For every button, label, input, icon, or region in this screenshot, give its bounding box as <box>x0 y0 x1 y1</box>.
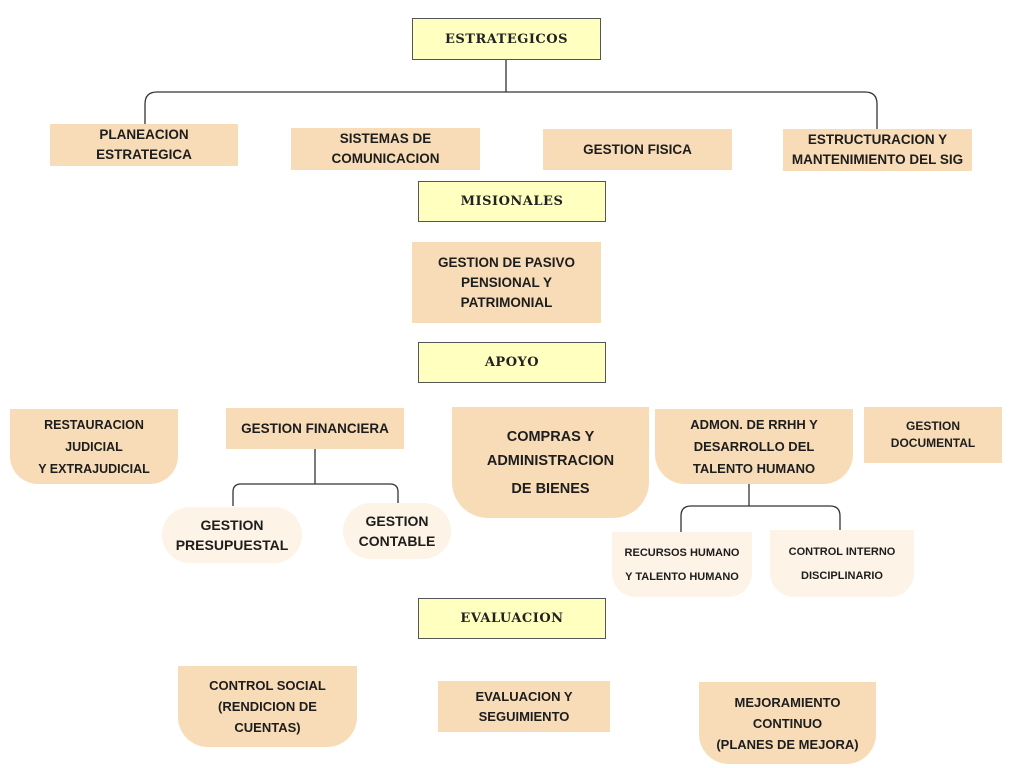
node-text: ADMON. DE RRHH Y <box>690 416 818 432</box>
node-gestion-contable: GESTION CONTABLE <box>343 503 451 559</box>
node-text: DISCIPLINARIO <box>801 569 883 582</box>
header-misionales: MISIONALES <box>418 181 606 222</box>
node-gestion-documental: GESTION DOCUMENTAL <box>864 407 1002 463</box>
node-text: Y EXTRAJUDICIAL <box>38 461 150 476</box>
node-text: COMUNICACION <box>331 151 440 166</box>
connector-rrhh-bus <box>680 505 841 532</box>
node-text: MEJORAMIENTO <box>734 694 841 710</box>
node-gestion-financiera: GESTION FINANCIERA <box>226 408 404 449</box>
node-control-social: CONTROL SOCIAL (RENDICION DE CUENTAS) <box>178 666 357 747</box>
node-text: PLANEACION <box>99 127 189 142</box>
connector-estrategicos-bus <box>144 91 878 130</box>
node-text: TALENTO HUMANO <box>692 460 816 476</box>
node-text: (PLANES DE MEJORA) <box>716 736 859 752</box>
node-text: GESTION DE PASIVO <box>437 254 576 270</box>
node-text: CUENTAS) <box>234 720 301 735</box>
node-text: RECURSOS HUMANO <box>624 546 740 559</box>
node-text: COMPRAS Y <box>506 428 595 445</box>
node-text: ESTRATEGICA <box>96 147 192 162</box>
node-sistemas-comunicacion: SISTEMAS DE COMUNICACION <box>291 128 480 170</box>
node-text: PRESUPUESTAL <box>175 537 289 553</box>
node-text: DESARROLLO DEL <box>693 438 815 454</box>
node-text: ESTRUCTURACION Y <box>807 132 948 147</box>
node-text: PATRIMONIAL <box>460 294 553 310</box>
node-text: DOCUMENTAL <box>890 436 976 450</box>
node-admon-rrhh: ADMON. DE RRHH Y DESARROLLO DEL TALENTO … <box>655 409 853 484</box>
node-text: ADMINISTRACION <box>486 452 615 469</box>
node-text: GESTION FISICA <box>583 141 692 157</box>
node-text: GESTION FINANCIERA <box>241 420 389 436</box>
node-text: CONTINUO <box>752 715 823 731</box>
node-compras-administracion: COMPRAS Y ADMINISTRACION DE BIENES <box>452 407 649 518</box>
node-mejoramiento-continuo: MEJORAMIENTO CONTINUO (PLANES DE MEJORA) <box>699 682 876 764</box>
node-text: (RENDICION DE <box>218 699 317 714</box>
node-text: Y TALENTO HUMANO <box>625 570 739 583</box>
node-text: SEGUIMIENTO <box>478 708 570 724</box>
node-text: GESTION <box>200 517 264 533</box>
node-text: MANTENIMIENTO DEL SIG <box>791 152 964 167</box>
node-gestion-presupuestal: GESTION PRESUPUESTAL <box>162 507 302 563</box>
node-text: DE BIENES <box>511 480 590 497</box>
node-recursos-humano: RECURSOS HUMANO Y TALENTO HUMANO <box>612 532 752 597</box>
node-text: SISTEMAS DE <box>339 131 432 146</box>
node-text: CONTROL INTERNO <box>788 545 896 558</box>
node-restauracion-judicial: RESTAURACION JUDICIAL Y EXTRAJUDICIAL <box>10 409 178 484</box>
node-text: CONTABLE <box>358 533 436 549</box>
node-text: CONTROL SOCIAL <box>209 678 326 693</box>
node-estructuracion-sig: ESTRUCTURACION Y MANTENIMIENTO DEL SIG <box>783 129 972 171</box>
node-text: GESTION <box>905 419 960 433</box>
header-estrategicos: ESTRATEGICOS <box>412 18 601 60</box>
node-text: GESTION <box>365 513 429 529</box>
node-evaluacion-seguimiento: EVALUACION Y SEGUIMIENTO <box>438 681 610 732</box>
node-control-interno: CONTROL INTERNO DISCIPLINARIO <box>770 530 914 597</box>
node-pasivo-pensional: GESTION DE PASIVO PENSIONAL Y PATRIMONIA… <box>412 242 601 323</box>
node-text: EVALUACION Y <box>475 688 573 704</box>
header-apoyo: APOYO <box>418 342 606 383</box>
node-text: RESTAURACION <box>44 417 144 432</box>
connector-financiera-bus <box>232 483 399 506</box>
node-text: PENSIONAL Y <box>460 274 553 290</box>
node-gestion-fisica: GESTION FISICA <box>543 129 732 170</box>
header-evaluacion: EVALUACION <box>418 598 606 639</box>
node-planeacion-estrategica: PLANEACION ESTRATEGICA <box>50 124 238 166</box>
node-text: JUDICIAL <box>65 439 123 454</box>
